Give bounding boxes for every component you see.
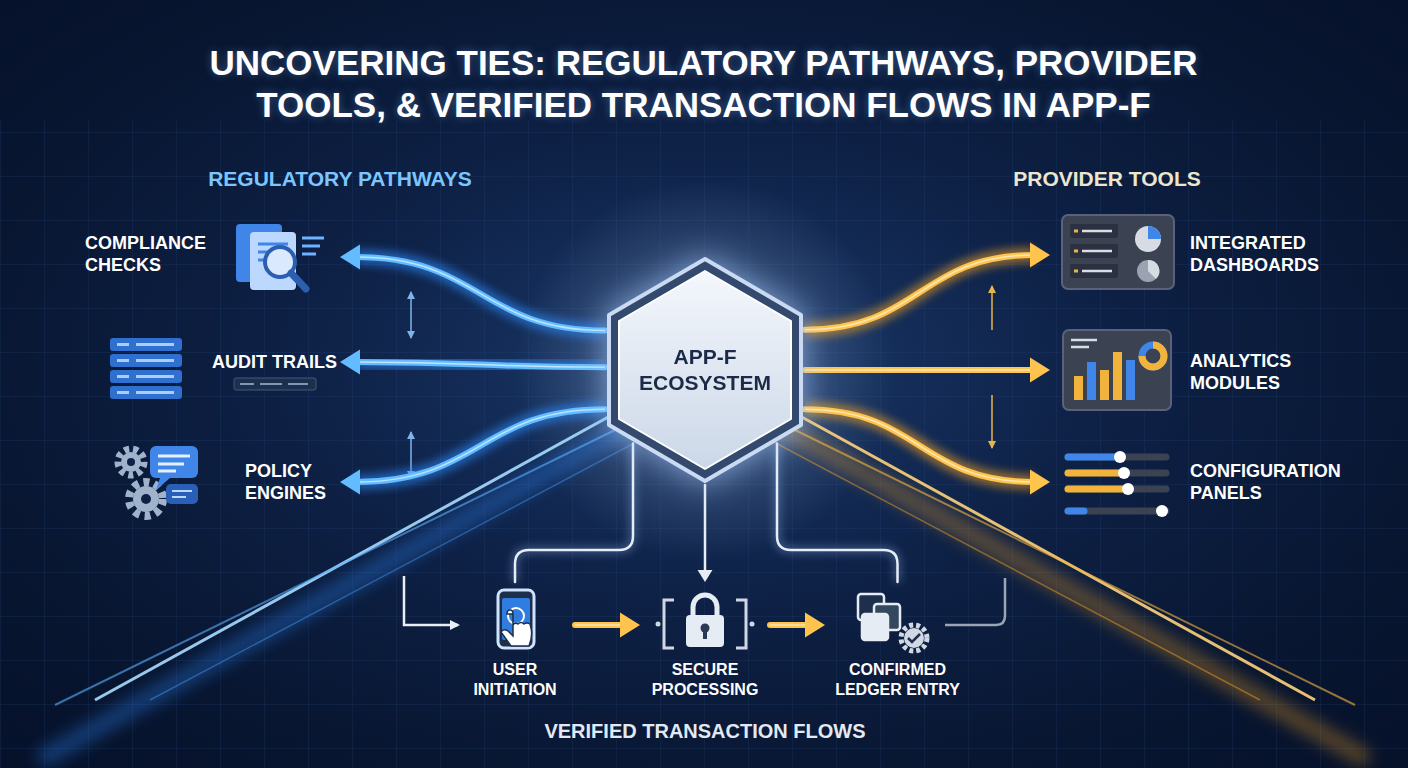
regulatory-item: AUDIT TRAILS — [105, 335, 340, 405]
arrow-head — [1030, 243, 1050, 268]
connector — [575, 613, 640, 638]
connector-glow — [515, 444, 633, 582]
connector-glow — [805, 362, 1034, 378]
connector-glow — [356, 257, 605, 330]
group-heading: REGULATORY PATHWAYS — [160, 166, 520, 192]
arrow-head — [698, 570, 713, 582]
dashboard-icon — [1062, 215, 1174, 289]
connector — [698, 485, 713, 582]
flow-step: SECURE PROCESSING — [640, 582, 770, 708]
regulatory-item: COMPLIANCE CHECKS — [80, 222, 340, 292]
group-caption: VERIFIED TRANSACTION FLOWS — [405, 718, 1005, 744]
provider-item: INTEGRATED DASHBOARDS — [1050, 212, 1330, 292]
item-label: AUDIT TRAILS — [212, 351, 347, 373]
connector-line — [356, 409, 605, 482]
connector-line — [805, 409, 1034, 482]
connector-line — [515, 444, 633, 582]
step-label: SECURE PROCESSING — [640, 660, 770, 700]
connector-core — [805, 369, 1034, 371]
provider-item: ANALYTICS MODULES — [1050, 328, 1310, 412]
connector-line — [770, 622, 809, 628]
arrow-head — [340, 245, 360, 270]
hub-hexagon: APP-F ECOSYSTEM — [605, 255, 805, 485]
connector-glow — [770, 617, 809, 633]
connector-core — [356, 409, 605, 482]
item-label: CONFIGURATION PANELS — [1190, 460, 1355, 504]
connector-glow — [805, 255, 1034, 330]
hexagon-shape — [605, 255, 805, 485]
connector-line — [356, 257, 605, 330]
flow-step: CONFIRMED LEDGER ENTRY — [825, 582, 970, 708]
grid — [0, 120, 1408, 768]
group-heading: PROVIDER TOOLS — [937, 166, 1277, 192]
exit-line — [945, 578, 1005, 625]
phone-icon — [498, 590, 534, 648]
connector-glow — [777, 444, 898, 582]
arrow-head — [340, 350, 360, 375]
connector-core — [356, 362, 605, 367]
connector — [515, 444, 633, 582]
light-beam-right — [770, 405, 1368, 760]
gears-icon — [118, 446, 198, 516]
connector — [805, 243, 1050, 330]
regulatory-item: POLICY ENGINES — [105, 440, 340, 525]
flow-step: USER INITIATION — [455, 582, 575, 708]
item-label: ANALYTICS MODULES — [1190, 350, 1325, 394]
diagram-title: UNCOVERING TIES: REGULATORY PATHWAYS, PR… — [141, 42, 1266, 126]
connector-core — [575, 624, 624, 626]
connector — [777, 444, 898, 582]
connector-glow — [356, 362, 605, 367]
connector — [340, 350, 605, 375]
chart-icon — [1063, 330, 1171, 410]
step-label: USER INITIATION — [455, 660, 575, 700]
document-search-icon — [236, 224, 324, 290]
connector-glow — [356, 409, 605, 482]
connector-line — [805, 255, 1034, 330]
arrow-head — [1030, 470, 1050, 495]
connector-core — [805, 255, 1034, 330]
ledger-icon — [858, 594, 927, 651]
step-label: CONFIRMED LEDGER ENTRY — [825, 660, 970, 700]
connector-line — [356, 362, 605, 367]
hub-label: APP-F ECOSYSTEM — [605, 255, 805, 485]
item-label: COMPLIANCE CHECKS — [85, 232, 220, 276]
slider-icon — [1068, 451, 1168, 517]
arrow-head — [805, 613, 825, 638]
entry-arrow — [404, 576, 458, 625]
item-label: POLICY ENGINES — [245, 460, 340, 504]
light-beam-left — [40, 405, 640, 760]
connector — [805, 358, 1050, 383]
connector-core — [770, 624, 809, 626]
connector-glow — [805, 409, 1034, 482]
connector — [340, 245, 605, 331]
item-label: INTEGRATED DASHBOARDS — [1190, 232, 1335, 276]
connector-core — [805, 409, 1034, 482]
lock-icon — [656, 595, 755, 648]
connector — [770, 613, 825, 638]
connector-line — [704, 485, 707, 572]
connector-line — [575, 622, 624, 628]
connector — [805, 409, 1050, 494]
provider-item: CONFIGURATION PANELS — [1050, 448, 1350, 520]
connector-glow — [575, 617, 624, 633]
connector — [340, 409, 605, 494]
connector-line — [805, 367, 1034, 373]
arrow-head — [620, 613, 640, 638]
connector-line — [777, 444, 898, 582]
connector-glow — [702, 485, 709, 572]
arrow-head — [340, 470, 360, 495]
connector-core — [356, 257, 605, 330]
arrow-head — [1030, 358, 1050, 383]
